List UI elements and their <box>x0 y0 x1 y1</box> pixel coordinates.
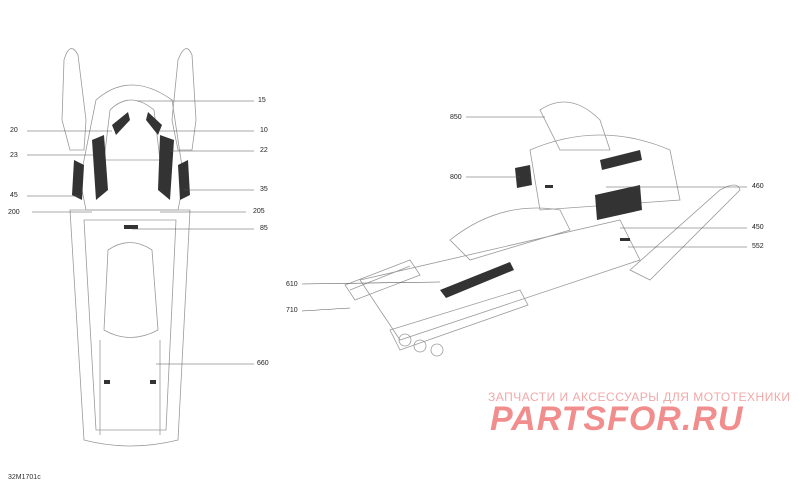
callout-label: 552 <box>752 243 764 250</box>
callout-label: 710 <box>286 307 298 314</box>
callout-label: 800 <box>450 174 462 181</box>
watermark-subtitle: ЗАПЧАСТИ И АКСЕССУАРЫ ДЛЯ МОТОТЕХНИКИ <box>488 390 791 404</box>
leader-lines-right <box>301 116 747 312</box>
watermark-brand: PARTSFOR.RU <box>490 400 744 438</box>
tunnel <box>359 219 641 341</box>
callout-label: 20 <box>10 127 18 134</box>
callout-label: 45 <box>10 192 18 199</box>
hood <box>529 134 681 211</box>
leader-lines-left <box>27 100 254 365</box>
callout-label: 660 <box>257 360 269 367</box>
callout-label: 35 <box>260 186 268 193</box>
top-view-decals <box>72 112 190 384</box>
callout-label: 450 <box>752 224 764 231</box>
side-view-decals <box>440 150 642 298</box>
callout-label: 850 <box>450 114 462 121</box>
callout-label: 15 <box>258 97 266 104</box>
callout-label: 85 <box>260 225 268 232</box>
callout-label: 460 <box>752 183 764 190</box>
right-ski <box>171 48 197 151</box>
callout-label: 10 <box>260 127 268 134</box>
left-ski <box>61 48 87 151</box>
callout-label: 22 <box>260 147 268 154</box>
callout-label: 200 <box>8 209 20 216</box>
callout-label: 610 <box>286 281 298 288</box>
windshield <box>539 101 611 151</box>
top-view-snowmobile <box>61 48 197 447</box>
ski <box>629 184 741 281</box>
rear-rack <box>344 259 421 301</box>
callout-label: 23 <box>10 152 18 159</box>
callout-label: 205 <box>253 208 265 215</box>
side-view-snowmobile <box>344 101 741 357</box>
tunnel <box>69 209 191 447</box>
seat <box>103 242 159 338</box>
diagram-code: 32M1701c <box>8 474 41 481</box>
seat <box>449 207 571 261</box>
